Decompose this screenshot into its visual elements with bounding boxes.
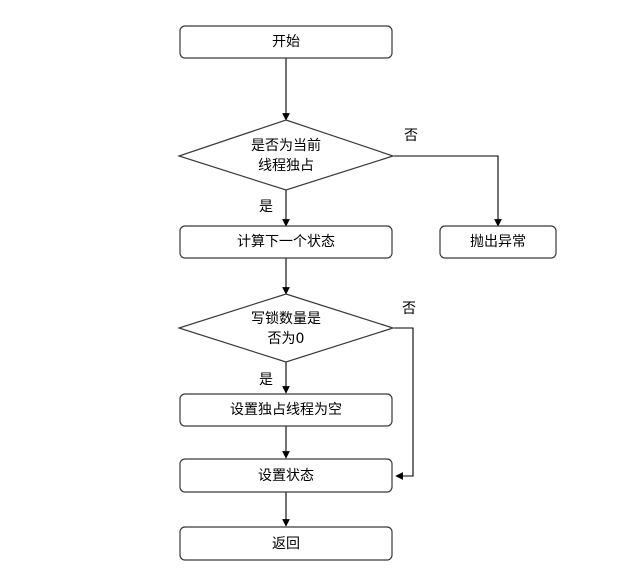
edge-label-write-no: 否 (402, 301, 416, 317)
edge-label-owner-yes: 是 (259, 199, 273, 215)
node-return-label: 返回 (272, 536, 300, 552)
edge-check-write-to-set-state (393, 327, 414, 480)
node-set-state: 设置状态 (179, 458, 393, 493)
node-set-state-label: 设置状态 (258, 468, 314, 484)
decision-check-write-line1: 写锁数量是 (251, 311, 321, 327)
node-start-label: 开始 (272, 34, 300, 50)
decision-check-owner-line1: 是否为当前 (251, 137, 321, 154)
node-start: 开始 (179, 25, 393, 59)
edge-label-write-yes: 是 (259, 372, 273, 388)
decision-check-owner-line2: 线程独占 (258, 158, 314, 174)
node-set-owner-null-label: 设置独占线程为空 (230, 402, 342, 418)
node-throw-exception: 抛出异常 (439, 225, 557, 259)
edges (282, 58, 502, 527)
node-compute-state: 计算下一个状态 (179, 225, 393, 259)
decision-check-owner: 是否为当前 线程独占 (177, 119, 395, 191)
node-throw-exception-label: 抛出异常 (470, 234, 526, 250)
decision-check-write: 写锁数量是 否为0 (177, 293, 395, 363)
edge-check-owner-to-exception (393, 155, 502, 227)
edge-label-owner-no: 否 (404, 128, 418, 144)
node-compute-state-label: 计算下一个状态 (237, 234, 335, 250)
node-set-owner-null: 设置独占线程为空 (179, 393, 393, 427)
decision-check-write-line2: 否为0 (268, 331, 305, 347)
node-return: 返回 (179, 526, 393, 561)
